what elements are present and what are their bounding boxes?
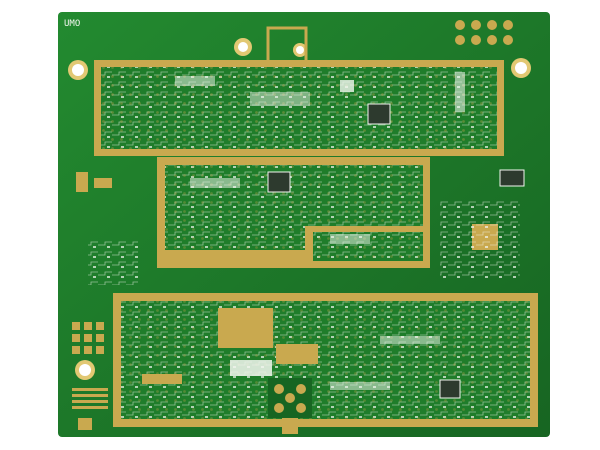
bottom-section-components	[142, 308, 461, 399]
middle-shield-frame	[157, 157, 430, 268]
middle-section-components	[190, 171, 370, 244]
edge-connector-pads	[72, 322, 108, 430]
bottom-connector	[268, 378, 312, 434]
top-shield-frame	[94, 60, 504, 156]
bottom-shield-frame	[113, 293, 538, 427]
top-section-components	[175, 72, 465, 125]
right-chip-cluster	[440, 169, 525, 280]
connector-pads	[455, 20, 513, 45]
board-logo: UMO	[64, 19, 80, 29]
side-pad	[94, 178, 112, 188]
left-component-area	[88, 240, 138, 285]
side-pad	[76, 172, 88, 192]
